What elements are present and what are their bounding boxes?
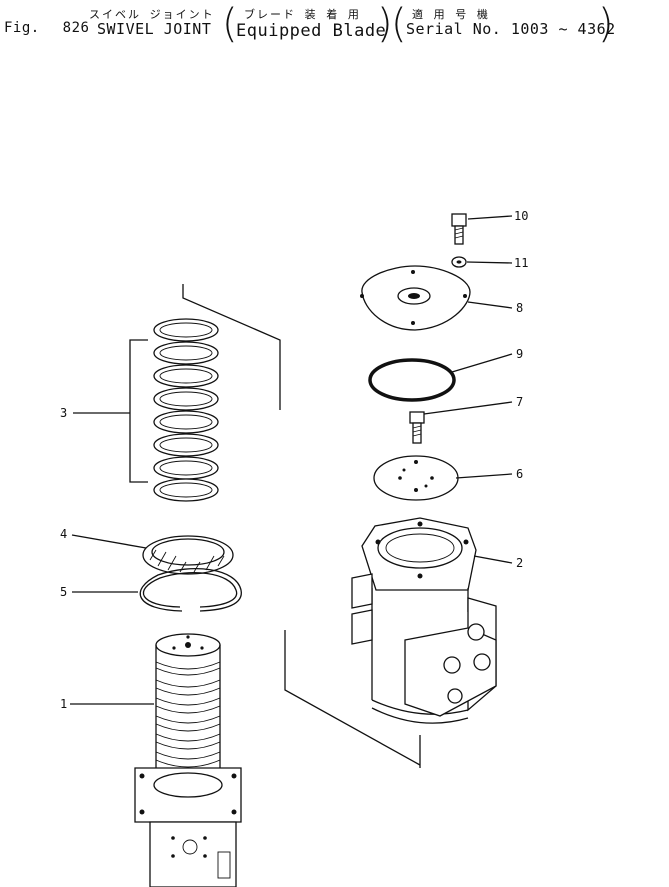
- qualifier-jp: ブレード 装 着 用: [244, 8, 361, 21]
- callout-5: 5: [60, 585, 67, 599]
- open-paren-qualifier: (: [222, 1, 238, 47]
- leader-8: [467, 301, 513, 309]
- wear-ring: [142, 535, 234, 575]
- callout-1: 1: [60, 697, 67, 711]
- fig-prefix: Fig.: [4, 20, 40, 36]
- callout-2: 2: [516, 556, 523, 570]
- cover-8: [360, 265, 471, 331]
- bolt-7: [409, 411, 425, 444]
- swivel-shaft: [134, 633, 242, 887]
- callout-10: 10: [514, 209, 528, 223]
- callout-3: 3: [60, 406, 67, 420]
- plate-6: [373, 455, 459, 501]
- assembly-bracket-right: [284, 630, 421, 768]
- callout-9: 9: [516, 347, 523, 361]
- callout-6: 6: [516, 467, 523, 481]
- title-en: SWIVEL JOINT: [97, 20, 212, 38]
- assembly-bracket-left: [182, 284, 281, 410]
- close-paren-qualifier: ): [377, 1, 393, 47]
- callout-8: 8: [516, 301, 523, 315]
- fig-number: 826: [62, 20, 90, 36]
- callout-4: 4: [60, 527, 67, 541]
- leader-2: [473, 555, 513, 564]
- leader-11: [466, 261, 513, 264]
- seal-ring-stack: [153, 318, 219, 502]
- open-paren-serial: (: [391, 1, 407, 47]
- snap-ring: [139, 568, 242, 612]
- qualifier-en: Equipped Blade: [236, 21, 387, 41]
- leader-6: [455, 473, 513, 479]
- bolt-10: [451, 213, 467, 245]
- callout-7: 7: [516, 395, 523, 409]
- serial-en: Serial No. 1003 ~ 4362: [406, 20, 616, 38]
- leader-9: [451, 353, 513, 373]
- callout-11: 11: [514, 256, 528, 270]
- o-ring-9: [368, 358, 456, 402]
- housing-2: [351, 517, 497, 724]
- close-paren-serial: ): [598, 1, 614, 47]
- leader-4: [71, 534, 147, 549]
- washer-11: [451, 256, 467, 268]
- title-jp: スイベル ジョイント: [89, 8, 215, 21]
- callout-bracket-3: [73, 339, 148, 483]
- figure-label: Fig. 826: [4, 20, 89, 36]
- serial-jp: 適 用 号 機: [412, 8, 490, 21]
- leader-10: [467, 215, 513, 220]
- leader-7: [423, 401, 513, 415]
